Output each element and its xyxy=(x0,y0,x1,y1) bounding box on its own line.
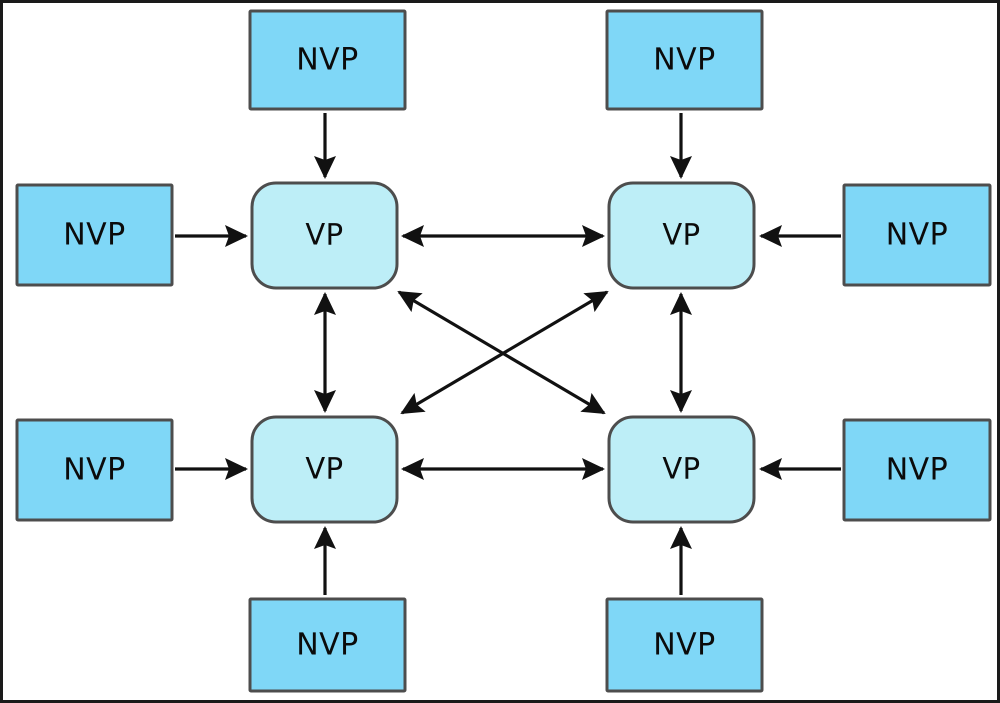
node-label: NVP xyxy=(296,628,359,663)
nvp-node-box[interactable] xyxy=(15,418,174,522)
node-nvp-left-upper[interactable]: NVP xyxy=(15,183,174,287)
node-label: NVP xyxy=(653,43,716,78)
vp-node-box[interactable] xyxy=(607,415,756,524)
node-label: NVP xyxy=(296,43,359,78)
node-label: VP xyxy=(305,452,343,486)
node-nvp-top-right[interactable]: NVP xyxy=(605,9,764,111)
node-nvp-top-left[interactable]: NVP xyxy=(248,9,407,111)
diagram-svg: NVP NVP NVP NVP NVP NVP NVP NVP VP VP VP VP xyxy=(15,9,992,693)
node-vp-top-left[interactable]: VP xyxy=(250,181,399,290)
nvp-node-box[interactable] xyxy=(842,183,992,287)
node-nvp-bottom-left[interactable]: NVP xyxy=(248,597,407,693)
nvp-node-box[interactable] xyxy=(842,418,992,522)
vp-node-box[interactable] xyxy=(607,181,756,290)
vp-node-box[interactable] xyxy=(250,181,399,290)
nvp-node-box[interactable] xyxy=(15,183,174,287)
node-label: VP xyxy=(662,452,700,486)
nodes-layer: NVP NVP NVP NVP NVP NVP NVP NVP VP VP VP VP xyxy=(15,9,992,693)
node-vp-bottom-right[interactable]: VP xyxy=(607,415,756,524)
node-vp-top-right[interactable]: VP xyxy=(607,181,756,290)
node-label: NVP xyxy=(886,218,949,253)
node-label: VP xyxy=(305,218,343,252)
nvp-node-box[interactable] xyxy=(248,9,407,111)
node-label: NVP xyxy=(63,453,126,488)
node-vp-bottom-left[interactable]: VP xyxy=(250,415,399,524)
edge-arrow xyxy=(400,290,609,415)
nvp-node-box[interactable] xyxy=(605,9,764,111)
node-nvp-bottom-right[interactable]: NVP xyxy=(605,597,764,693)
edges-layer xyxy=(175,113,841,595)
nvp-node-box[interactable] xyxy=(605,597,764,693)
node-nvp-right-upper[interactable]: NVP xyxy=(842,183,992,287)
node-nvp-left-lower[interactable]: NVP xyxy=(15,418,174,522)
vp-node-box[interactable] xyxy=(250,415,399,524)
node-label: NVP xyxy=(653,628,716,663)
nvp-node-box[interactable] xyxy=(248,597,407,693)
node-label: VP xyxy=(662,218,700,252)
node-label: NVP xyxy=(63,218,126,253)
node-nvp-right-lower[interactable]: NVP xyxy=(842,418,992,522)
node-label: NVP xyxy=(886,453,949,488)
